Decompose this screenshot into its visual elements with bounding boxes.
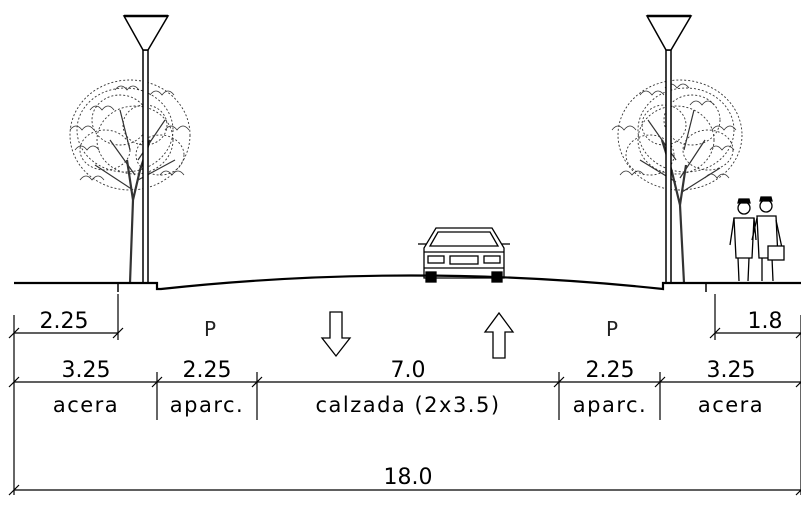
dim-right-sidewalk: 3.25 <box>707 358 756 383</box>
dim-left-sidewalk: 3.25 <box>62 358 111 383</box>
label-right-parking: aparc. <box>573 393 647 417</box>
ground-profile <box>14 274 801 292</box>
tree-icon <box>69 79 191 284</box>
dim-left-tree-offset: 2.25 <box>40 309 89 334</box>
label-left-parking: aparc. <box>170 393 244 417</box>
dim-roadway: 7.0 <box>391 358 426 383</box>
tree-icon <box>611 79 743 284</box>
arrow-up-icon <box>483 311 515 359</box>
dim-total: 18.0 <box>384 465 433 490</box>
label-right-sidewalk: acera <box>698 393 764 417</box>
parking-symbol-left: P <box>204 317 216 341</box>
label-left-sidewalk: acera <box>53 393 119 417</box>
dim-left-parking: 2.25 <box>183 358 232 383</box>
dim-right-tree-offset: 1.8 <box>748 309 783 334</box>
arrow-down-icon <box>320 311 352 358</box>
label-roadway: calzada (2x3.5) <box>315 393 500 417</box>
dim-right-parking: 2.25 <box>586 358 635 383</box>
parking-symbol-right: P <box>606 317 618 341</box>
dimension-lines <box>8 294 801 496</box>
pedestrians-icon <box>729 196 785 282</box>
car-icon <box>418 227 510 283</box>
